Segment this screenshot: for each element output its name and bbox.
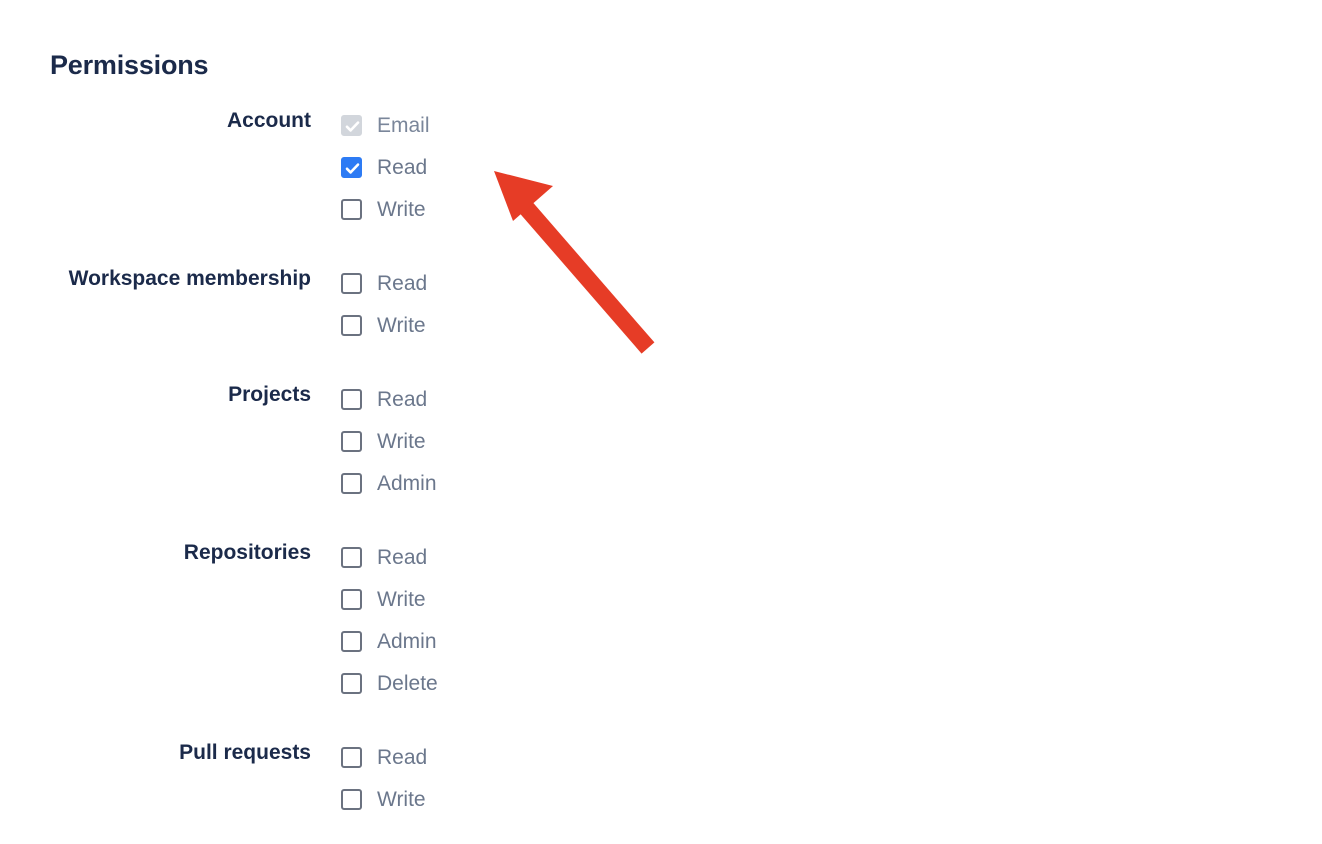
permission-group-label: Pipelines: [610, 484, 1322, 517]
permission-option-label: Read: [377, 545, 428, 569]
permission-option-label: Write: [377, 197, 426, 221]
permission-group: IssuesReadWrite: [610, 104, 1310, 188]
permission-option-label: Read: [377, 271, 428, 295]
permission-option-label: Admin: [377, 471, 437, 495]
permissions-column-right: IssuesReadWriteWikisRead and writeSnippe…: [610, 104, 1310, 726]
permission-group: WebhooksRead and write: [610, 410, 1310, 452]
permission-group-label: Issues: [610, 104, 1322, 137]
permission-option-label: Write: [377, 429, 426, 453]
permission-group: WikisRead and write: [610, 220, 1310, 262]
checkbox-read[interactable]: [341, 546, 362, 568]
checkbox-write[interactable]: [341, 588, 362, 610]
checkbox-read[interactable]: [341, 746, 362, 768]
permission-group-label: Projects: [228, 383, 311, 406]
checkbox-write[interactable]: [341, 198, 362, 220]
checkbox-read[interactable]: [341, 156, 362, 178]
permission-option-label: Admin: [377, 629, 437, 653]
checkbox-write[interactable]: [341, 430, 362, 452]
permission-option-row[interactable]: Write: [341, 420, 437, 462]
permission-option-row[interactable]: Write: [341, 778, 427, 820]
page-title: Permissions: [50, 50, 209, 80]
permission-option-label: Email: [377, 113, 430, 137]
checkbox-write[interactable]: [341, 788, 362, 810]
permission-group-label: Runners: [610, 642, 1322, 675]
permission-group: RunnersReadWrite: [610, 642, 1310, 726]
checkbox-email: [341, 114, 362, 136]
permission-option-row[interactable]: Read: [341, 536, 438, 578]
checkbox-delete[interactable]: [341, 672, 362, 694]
permission-option-label: Read: [377, 155, 428, 179]
permission-option-row[interactable]: Admin: [341, 620, 438, 662]
checkbox-admin[interactable]: [341, 472, 362, 494]
permission-option-row[interactable]: Write: [341, 578, 438, 620]
permission-group: SnippetsReadWrite: [610, 294, 1310, 378]
permission-option-row[interactable]: Read: [341, 146, 430, 188]
permission-option-label: Write: [377, 587, 426, 611]
checkbox-admin[interactable]: [341, 630, 362, 652]
permission-option-label: Delete: [377, 671, 438, 695]
permission-option-row[interactable]: Admin: [341, 462, 437, 504]
permission-group-label: Workspace membership: [68, 267, 311, 290]
permission-group-label: Wikis: [610, 220, 1322, 253]
permission-group-label: Account: [227, 109, 311, 132]
permission-option-label: Read: [377, 745, 428, 769]
permission-option-row[interactable]: Read: [341, 736, 427, 778]
permission-option-row[interactable]: Write: [341, 304, 427, 346]
permission-group: PipelinesReadWriteEdit variables: [610, 484, 1310, 610]
checkbox-read[interactable]: [341, 388, 362, 410]
checkbox-write[interactable]: [341, 314, 362, 336]
permission-option-row[interactable]: Write: [341, 188, 430, 230]
permission-group-label: Pull requests: [179, 741, 311, 764]
permission-option-label: Read: [377, 387, 428, 411]
permission-option-label: Write: [377, 313, 426, 337]
checkbox-read[interactable]: [341, 272, 362, 294]
permission-group-label: Snippets: [610, 294, 1322, 327]
permission-group-label: Repositories: [183, 541, 311, 564]
permission-group-label: Webhooks: [610, 410, 1322, 443]
permission-option-row[interactable]: Delete: [341, 662, 438, 704]
permission-option-row[interactable]: Read: [341, 262, 427, 304]
permission-option-label: Write: [377, 787, 426, 811]
permission-option-row[interactable]: Read: [341, 378, 437, 420]
permission-option-row[interactable]: Email: [341, 104, 430, 146]
